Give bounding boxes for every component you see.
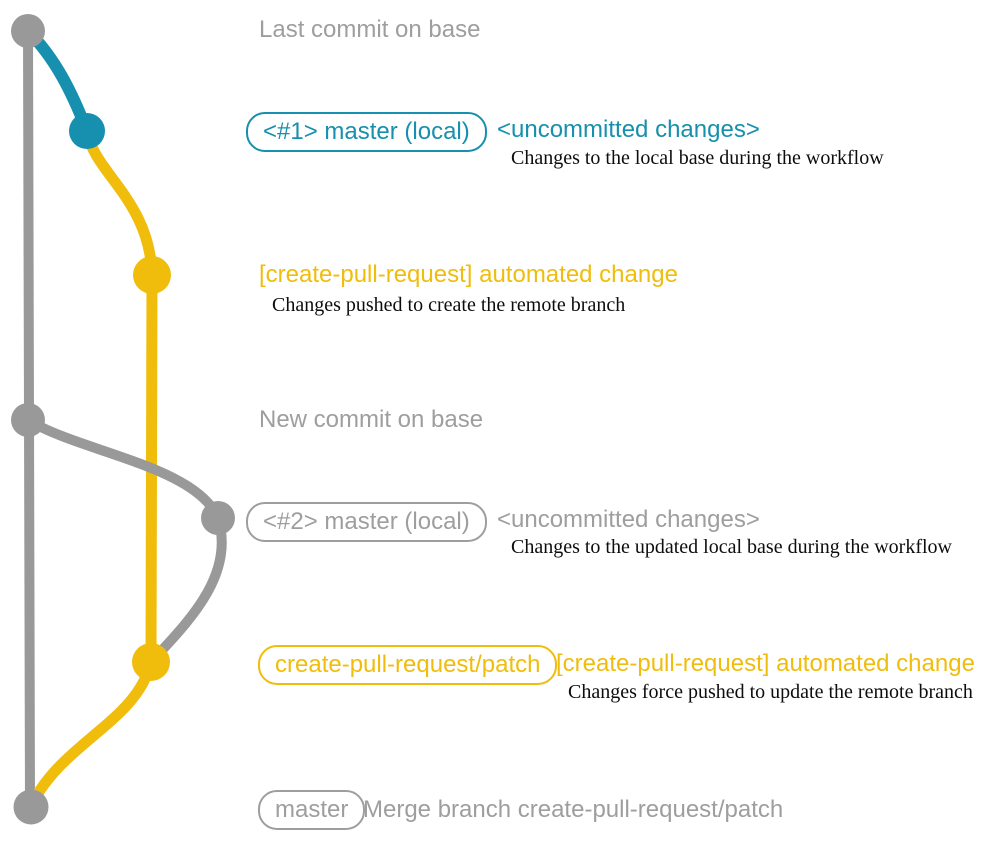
merge-heading: Merge branch create-pull-request/patch	[363, 796, 784, 823]
commit-local-1-dot	[69, 113, 105, 149]
commit-remote-1-dot	[133, 256, 171, 294]
master-badge: master	[258, 790, 366, 830]
local-change-2-line	[25, 415, 223, 521]
commit-last-base-dot	[11, 14, 45, 48]
commit-merge-dot	[13, 789, 49, 825]
uncommitted-changes-2-label: <uncommitted changes>	[497, 506, 760, 533]
remote-branch-merge-line	[26, 660, 157, 809]
commit-local-2-dot	[201, 501, 235, 535]
commit-graph	[11, 14, 235, 825]
push-2-note: Changes force pushed to update the remot…	[568, 681, 973, 703]
remote-branch-create-line	[81, 129, 158, 276]
new-commit-heading: New commit on base	[259, 406, 484, 433]
force-push-line	[148, 516, 227, 665]
master-local-1-badge: <#1> master (local)	[246, 112, 487, 152]
uncommitted-changes-1-label: <uncommitted changes>	[497, 116, 760, 143]
local-2-note: Changes to the updated local base during…	[511, 536, 952, 558]
automated-change-2-heading: [create-pull-request] automated change	[556, 650, 975, 677]
patch-branch-badge: create-pull-request/patch	[258, 645, 558, 685]
commit-remote-2-dot	[132, 643, 170, 681]
last-commit-heading: Last commit on base	[259, 16, 481, 43]
push-1-note: Changes pushed to create the remote bran…	[272, 294, 626, 316]
master-local-2-badge: <#2> master (local)	[246, 502, 487, 542]
local-1-note: Changes to the local base during the wor…	[511, 147, 884, 169]
commit-new-base-dot	[11, 403, 45, 437]
automated-change-1-heading: [create-pull-request] automated change	[259, 261, 678, 288]
